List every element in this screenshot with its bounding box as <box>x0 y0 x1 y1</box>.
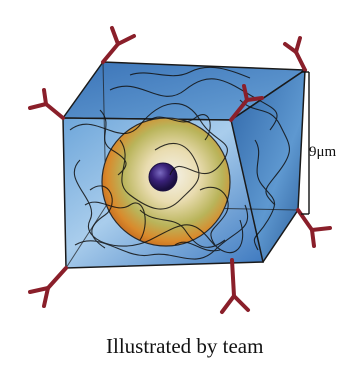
antibody-bottom <box>222 260 248 312</box>
nucleus <box>149 163 177 191</box>
antibody-bottom-left <box>30 268 66 306</box>
antibody-left <box>30 90 63 118</box>
scale-label: 9μm <box>309 144 336 161</box>
antibody-top-left <box>103 28 134 62</box>
antibody-right <box>298 210 330 246</box>
caption: Illustrated by team <box>106 334 263 359</box>
antibody-top-right <box>285 38 305 70</box>
